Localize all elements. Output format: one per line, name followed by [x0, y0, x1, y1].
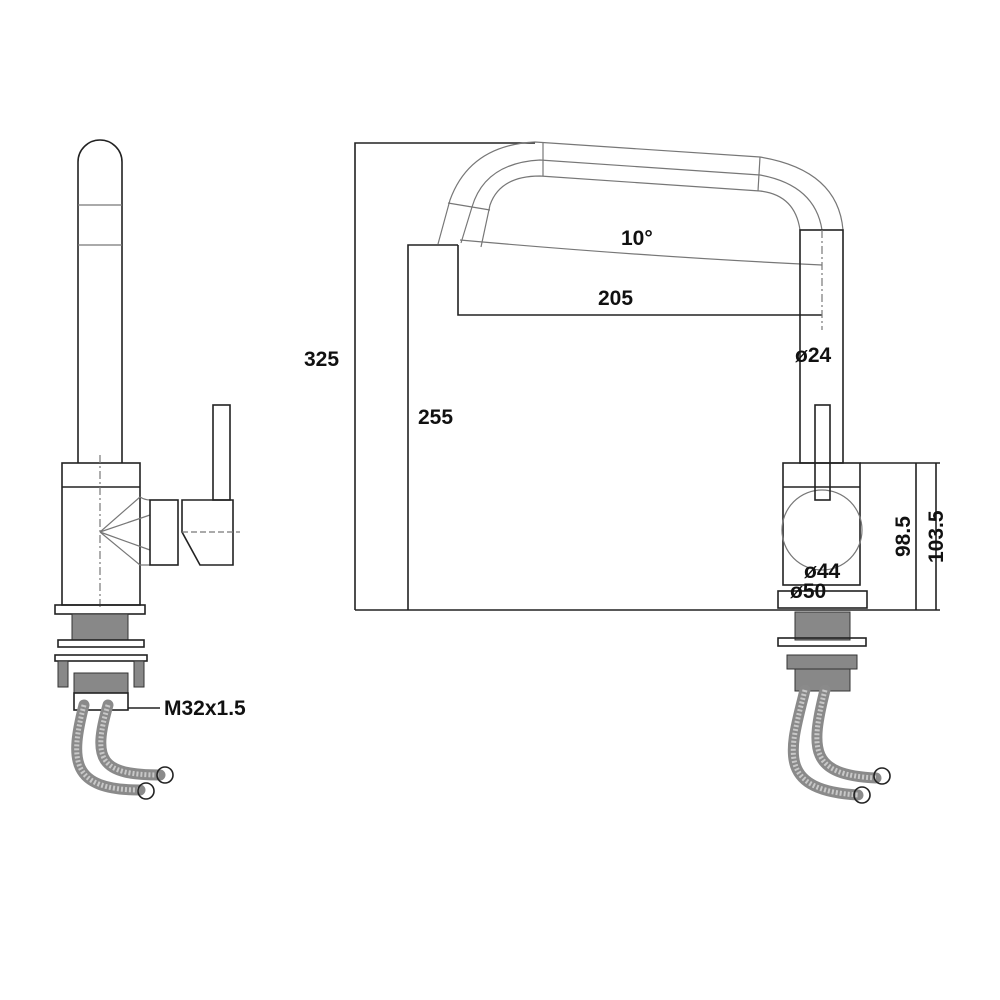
side-handle-block	[181, 499, 234, 566]
side-handle-lever	[212, 404, 231, 501]
spout-diameter-label: ø24	[795, 344, 832, 367]
spout-height-label: 255	[418, 406, 453, 429]
spout-angle-label: 10°	[621, 227, 653, 250]
dim-line-325	[354, 142, 535, 610]
total-height-label: 325	[304, 348, 339, 371]
front-view: 325 255 205 10° ø24 ø44 ø50 98.5 103.5	[304, 141, 948, 804]
dim-line-205	[457, 245, 822, 316]
spout-reach-label: 205	[598, 287, 633, 310]
front-thread	[794, 611, 851, 641]
body-diameter-label: ø44	[804, 560, 841, 583]
side-cartridge	[149, 499, 179, 566]
body-total-height-label: 103.5	[925, 510, 948, 563]
base-diameter-label: ø50	[790, 580, 826, 603]
body-height-label: 98.5	[892, 516, 915, 557]
handle-hub	[781, 489, 863, 571]
front-flange	[777, 590, 868, 609]
side-thread	[71, 613, 129, 641]
dim-line-255	[407, 244, 458, 610]
side-view: M32x1.5	[54, 139, 246, 800]
front-handle-lever	[814, 404, 831, 501]
spout-outer	[437, 141, 844, 245]
thread-size-label: M32x1.5	[164, 697, 246, 720]
side-body	[61, 462, 141, 606]
side-spout-tube	[77, 139, 123, 463]
